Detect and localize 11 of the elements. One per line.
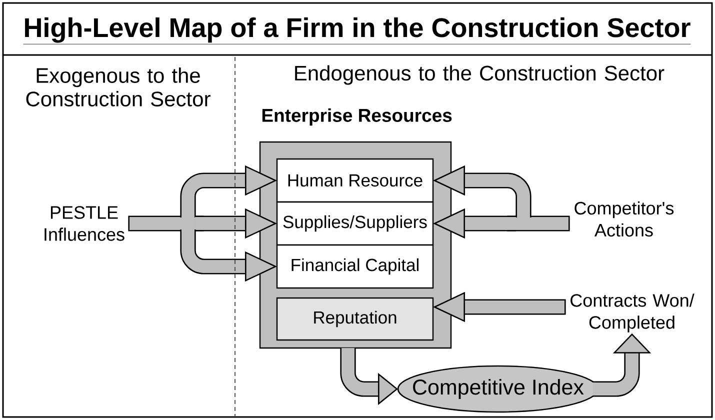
text-label: Contracts Won/ Completed (570, 294, 694, 332)
text-label: PESTLE Influences (44, 206, 124, 241)
column-heading: Endogenous to the Construction Sector (295, 65, 664, 85)
resource-box: Supplies/Suppliers (276, 201, 434, 246)
resource-box: Financial Capital (276, 244, 434, 289)
resource-box: Reputation (276, 297, 434, 341)
resource-box: Human Resource (276, 158, 434, 203)
text-label: Competitor's Actions (574, 201, 674, 237)
panel-heading: Enterprise Resources (262, 108, 452, 126)
column-heading: Exogenous to the Construction Sector (26, 68, 210, 106)
title: High-Level Map of a Firm in the Construction Sector (23, 17, 691, 44)
